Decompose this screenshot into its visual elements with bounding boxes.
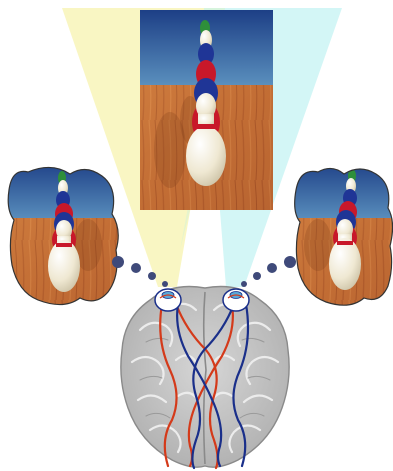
eye-left (155, 289, 181, 311)
eye-right (223, 289, 249, 311)
brain-top-view (121, 287, 289, 468)
scene-view-left-eye (0, 160, 130, 318)
scene-photo-fused (140, 10, 273, 210)
scene-view-right-eye (290, 160, 393, 318)
